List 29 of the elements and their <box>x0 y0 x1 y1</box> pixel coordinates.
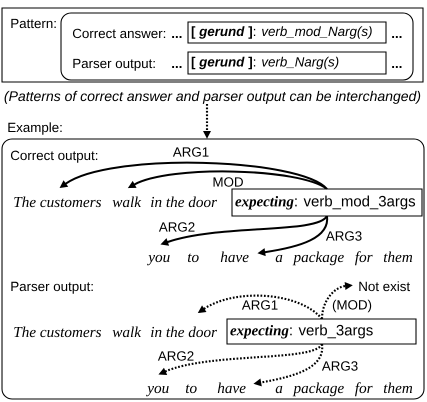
edge-label: ARG2 <box>158 222 196 232</box>
sentence-text: in the door <box>151 196 218 208</box>
sentence-text: you <box>146 386 169 396</box>
sentence-text: have <box>218 382 246 394</box>
edge-label: ARG3 <box>321 360 359 372</box>
edge-label: MOD <box>212 176 244 188</box>
note-text: Not exist <box>359 281 410 292</box>
edge-label: ARG1 <box>172 146 210 158</box>
sentence-text: to <box>188 253 199 262</box>
text-box: [ gerund ]: verb_Narg(s) <box>187 51 387 75</box>
predicate-box: expecting: verb_mod_3args <box>231 188 423 217</box>
sentence-text: walk <box>112 326 142 338</box>
sentence-text: walk <box>112 196 142 208</box>
sentence-text: The customers <box>14 196 102 208</box>
edge-label: ARG1 <box>241 300 279 310</box>
sentence-text: have <box>220 251 249 262</box>
sentence-text: a package for them <box>276 251 412 266</box>
sentence-text: a package for them <box>276 382 412 396</box>
predicate-box: expecting: verb_3args <box>226 318 417 345</box>
text-box: [ gerund ]: verb_mod_Narg(s) <box>187 21 387 44</box>
sentence-text: in the door <box>151 326 218 338</box>
sentence-text: you <box>147 254 170 266</box>
sentence-text: to <box>186 384 197 394</box>
sentence-text: The customers <box>14 326 102 338</box>
edge-label: ARG3 <box>325 230 363 242</box>
node-label: Example: <box>8 122 62 135</box>
edge-label: (MOD) <box>331 299 373 313</box>
edge-label: ARG2 <box>157 350 195 362</box>
caption: (Patterns of correct answer and parser output can be interchanged) <box>4 90 420 104</box>
